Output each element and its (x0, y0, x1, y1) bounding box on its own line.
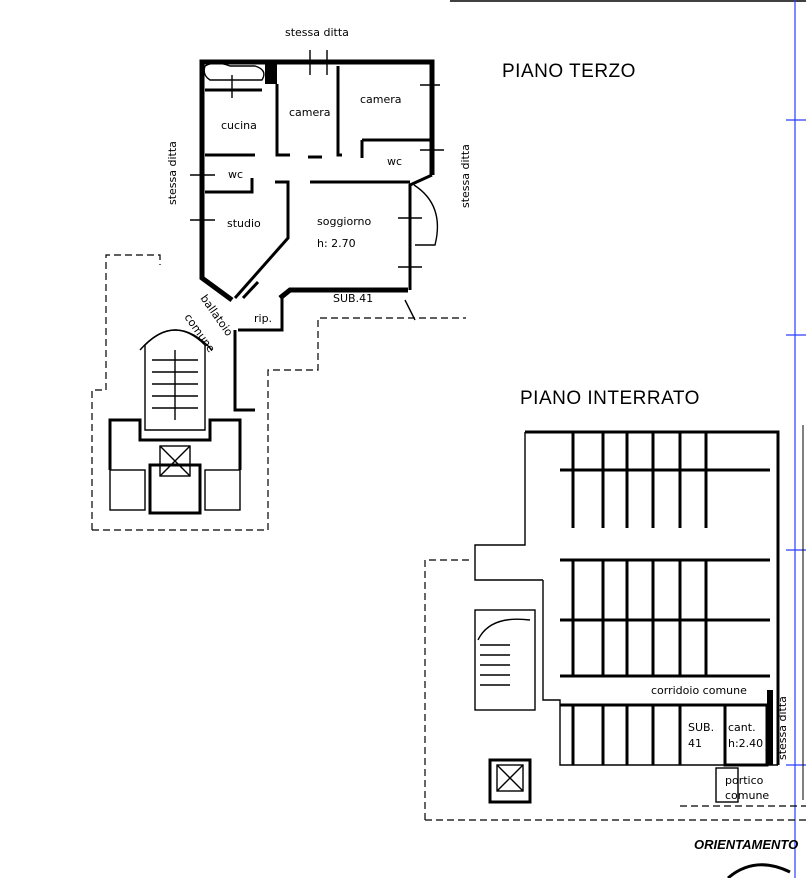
sub-label-line1: SUB. (688, 721, 714, 734)
portico-label: portico (725, 774, 764, 787)
room-soggiorno: soggiorno (317, 215, 372, 228)
upper-apartment (91, 50, 466, 531)
room-studio: studio (227, 217, 261, 230)
neighbor-right-label: stessa ditta (459, 144, 472, 208)
neighbor-basement-label: stessa ditta (776, 696, 789, 760)
basement-plan (424, 430, 806, 821)
room-wc-2: wc (387, 155, 402, 168)
sub-label: SUB.41 (333, 292, 373, 305)
cantina-height: h:2.40 (728, 737, 763, 750)
cantina-label: cant. (728, 721, 756, 734)
neighbor-left-label: stessa ditta (166, 141, 179, 205)
orientation-label: ORIENTAMENTO (694, 837, 798, 852)
portico-comune-label: comune (725, 789, 769, 802)
sub-label-line2: 41 (688, 737, 702, 750)
blue-guides (786, 0, 806, 878)
room-height: h: 2.70 (317, 237, 356, 250)
compass-icon (727, 863, 791, 878)
upper-floor-title: PIANO TERZO (502, 61, 636, 82)
lower-floor-title: PIANO INTERRATO (520, 388, 700, 409)
room-camera-2: camera (360, 93, 402, 106)
room-cucina: cucina (221, 119, 257, 132)
corridoio-label: corridoio comune (651, 684, 747, 697)
neighbor-top-label: stessa ditta (285, 26, 349, 39)
room-wc-1: wc (228, 168, 243, 181)
room-camera-1: camera (289, 106, 331, 119)
room-rip: rip. (254, 312, 272, 325)
